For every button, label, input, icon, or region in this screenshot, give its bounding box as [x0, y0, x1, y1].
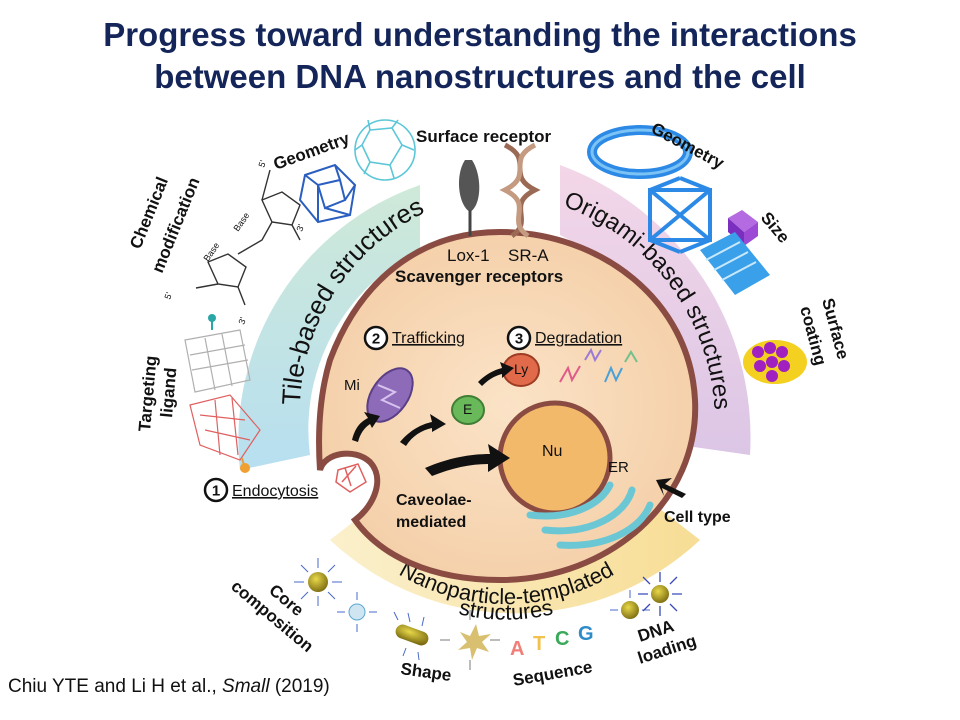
nucleus-label: Nu: [542, 443, 562, 460]
fullerene-icon: [354, 119, 416, 181]
base-a: A: [510, 638, 524, 660]
step-1-endocytosis: Endocytosis: [232, 483, 318, 500]
targeting-line-2: ligand: [157, 367, 180, 419]
endosome-label: E: [463, 401, 472, 417]
receptor-lox1: Lox-1: [447, 246, 490, 265]
step-2-number: 2: [372, 331, 380, 348]
title-line-2: between DNA nanostructures and the cell: [154, 58, 806, 95]
nanoparticle-silver-core-icon: [337, 592, 377, 632]
shape-label: Shape: [399, 659, 452, 685]
nanostar-shape-icon: [440, 610, 500, 670]
receptor-sra: SR-A: [508, 246, 549, 265]
chem-5prime-top: 5': [256, 159, 268, 169]
citation-year: (2019): [269, 676, 330, 697]
step-2-circle: [363, 325, 389, 351]
trafficking-arrows: [352, 362, 686, 498]
citation: Chiu YTE and Li H et al., Small (2019): [8, 676, 330, 698]
step-1-number: 1: [212, 483, 220, 500]
chem-3prime-top: 3': [294, 223, 306, 233]
base-c: C: [555, 628, 569, 650]
size-label: Size: [757, 208, 793, 246]
title-line-1: Progress toward understanding the intera…: [103, 16, 857, 53]
origami-octahedron-icon: [648, 176, 712, 254]
cell-type-label: Cell type: [664, 509, 731, 526]
base-g: G: [578, 623, 594, 645]
er-icon: [526, 481, 654, 549]
endocytosed-structure-icon: [335, 463, 367, 493]
step-1-circle: [203, 477, 229, 503]
origami-ring-icon: [587, 125, 693, 179]
targeting-line-1: Targeting: [135, 355, 161, 433]
polyhedron-blue-icon: [298, 163, 357, 224]
sequence-label: Sequence: [511, 657, 593, 690]
chem-base-bottom: Base: [201, 241, 221, 264]
scavenger-receptors-label: Scavenger receptors: [395, 267, 563, 286]
surface-receptor-icon: [458, 142, 541, 239]
mitochondrion-label: Mi: [344, 377, 360, 394]
geometry-left-label: Geometry: [271, 129, 353, 174]
chemical-structure-icon: [195, 169, 301, 306]
degraded-dna-icon: [559, 347, 638, 383]
chem-5prime-bottom: 5': [162, 291, 174, 301]
dna-loading-high-icon: [638, 572, 682, 616]
surface-coating-icon: [743, 340, 807, 384]
caveolae-line-2: mediated: [396, 514, 466, 531]
nanorod-shape-icon: [393, 611, 429, 661]
tile-band: [238, 185, 420, 470]
step-3-number: 3: [515, 331, 523, 348]
caveolae-line-1: Caveolae-: [396, 492, 472, 509]
chem-3prime-bottom: 3': [236, 316, 248, 326]
figure-title: Progress toward understanding the intera…: [0, 14, 960, 98]
step-2-trafficking: Trafficking: [392, 330, 465, 347]
tile-structure-red-icon: [189, 394, 261, 473]
step-3-circle: [506, 325, 532, 351]
endosome: [451, 395, 485, 425]
nanoparticle-gold-core-icon: [294, 558, 342, 606]
step-3-degradation: Degradation: [535, 330, 622, 347]
er-label: ER: [608, 459, 629, 476]
geometry-right-label: Geometry: [648, 119, 727, 173]
tile-structure-gray-icon: [184, 314, 251, 393]
origami-tube-icon: [700, 232, 770, 295]
dna-loading-low-icon: [610, 590, 650, 619]
base-t: T: [533, 633, 545, 655]
lysosome-label: Ly: [514, 361, 528, 377]
chem-base-top: Base: [231, 211, 251, 234]
citation-authors: Chiu YTE and Li H et al.,: [8, 676, 223, 697]
citation-journal: Small: [222, 676, 270, 697]
surface-receptor-label: Surface receptor: [416, 127, 551, 146]
